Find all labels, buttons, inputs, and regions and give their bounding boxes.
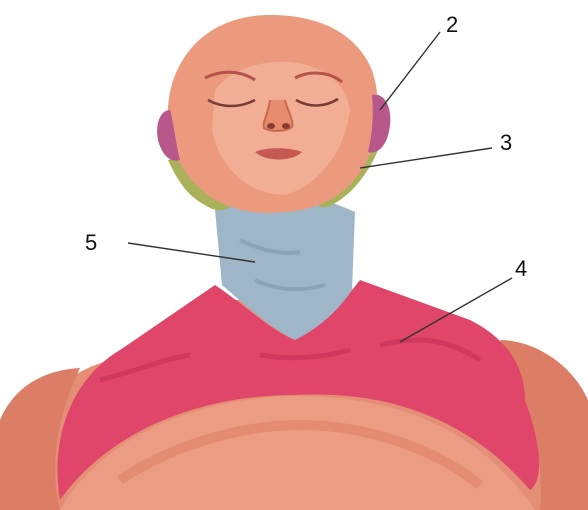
callout-number-3: 3 — [500, 130, 512, 155]
right-nostril — [282, 123, 290, 129]
leader-line-2 — [380, 32, 440, 110]
callout-number-4: 4 — [515, 256, 527, 281]
callout-number-2: 2 — [446, 12, 458, 37]
left-nostril — [267, 123, 275, 129]
leader-line-3 — [360, 148, 492, 168]
callout-number-5: 5 — [85, 230, 97, 255]
